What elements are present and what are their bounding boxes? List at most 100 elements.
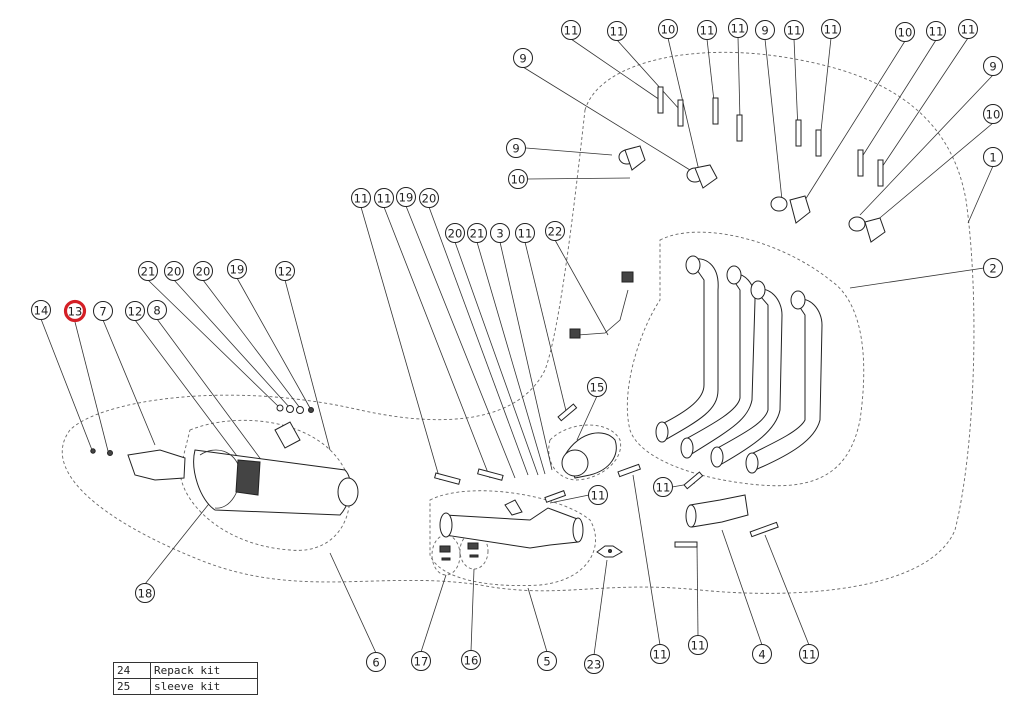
callout-11[interactable]: 11	[515, 223, 535, 243]
callout-11[interactable]: 11	[561, 20, 581, 40]
callout-number: 5	[543, 655, 550, 669]
callout-11[interactable]: 11	[784, 20, 804, 40]
callout-1[interactable]: 1	[983, 147, 1003, 167]
callout-19[interactable]: 19	[396, 187, 416, 207]
callout-number: 11	[700, 24, 715, 38]
callout-22[interactable]: 22	[545, 221, 565, 241]
callout-10[interactable]: 10	[658, 19, 678, 39]
callout-ring	[508, 169, 528, 189]
callout-number: 18	[138, 587, 153, 601]
callout-13[interactable]: 13	[63, 299, 87, 323]
callout-11[interactable]: 11	[728, 18, 748, 38]
callout-9[interactable]: 9	[983, 56, 1003, 76]
group-outlines	[61, 51, 975, 594]
parts-legend-table: 24 Repack kit 25 sleeve kit	[113, 662, 258, 695]
callout-11[interactable]: 11	[351, 188, 371, 208]
callout-19[interactable]: 19	[227, 259, 247, 279]
callout-number: 10	[898, 26, 913, 40]
callout-number: 3	[496, 227, 503, 241]
callout-20[interactable]: 20	[445, 223, 465, 243]
callout-number: 2	[989, 262, 996, 276]
callout-ring	[506, 138, 526, 158]
callout-number: 12	[278, 265, 293, 279]
callout-10[interactable]: 10	[983, 104, 1003, 124]
callout-ring	[895, 22, 915, 42]
callout-3[interactable]: 3	[490, 223, 510, 243]
callout-11[interactable]: 11	[926, 21, 946, 41]
callout-number: 11	[591, 489, 606, 503]
callout-ring	[138, 261, 158, 281]
callout-7[interactable]: 7	[93, 301, 113, 321]
callout-11[interactable]: 11	[821, 19, 841, 39]
callout-10[interactable]: 10	[895, 22, 915, 42]
callout-ring	[584, 654, 604, 674]
callout-ring	[983, 104, 1003, 124]
callout-number: 1	[989, 151, 996, 165]
callout-8[interactable]: 8	[147, 300, 167, 320]
callout-ring	[467, 223, 487, 243]
callout-20[interactable]: 20	[164, 261, 184, 281]
bracket-23	[596, 545, 623, 558]
legend-description: sleeve kit	[150, 678, 258, 695]
callout-number: 20	[196, 265, 211, 279]
callout-9[interactable]: 9	[755, 20, 775, 40]
callout-number: 16	[464, 654, 479, 668]
callout-11[interactable]: 11	[958, 19, 978, 39]
callout-17[interactable]: 17	[411, 651, 431, 671]
callout-11[interactable]: 11	[697, 20, 717, 40]
callout-ring	[419, 188, 439, 208]
callout-number: 11	[787, 24, 802, 38]
callout-12[interactable]: 12	[275, 261, 295, 281]
callout-11[interactable]: 11	[799, 644, 819, 664]
group-6-outline	[179, 419, 351, 551]
callout-number: 22	[548, 225, 563, 239]
callout-ring	[588, 485, 608, 505]
callout-ring	[227, 259, 247, 279]
callout-number: 17	[414, 655, 429, 669]
callout-23[interactable]: 23	[584, 654, 604, 674]
callout-number: 21	[141, 265, 156, 279]
callout-14[interactable]: 14	[31, 300, 51, 320]
flange-pipe-4	[685, 494, 749, 528]
callout-11[interactable]: 11	[650, 644, 670, 664]
callout-number: 4	[758, 648, 765, 662]
gaskets-16-17	[439, 542, 479, 561]
callout-ring	[31, 300, 51, 320]
callout-15[interactable]: 15	[587, 377, 607, 397]
callout-10[interactable]: 10	[508, 169, 528, 189]
callout-21[interactable]: 21	[138, 261, 158, 281]
callout-11[interactable]: 11	[688, 635, 708, 655]
callout-16[interactable]: 16	[461, 650, 481, 670]
callout-11[interactable]: 11	[374, 188, 394, 208]
group-2-outline	[626, 231, 865, 487]
callout-9[interactable]: 9	[506, 138, 526, 158]
collector	[561, 432, 617, 479]
callout-ring	[784, 20, 804, 40]
callout-ring	[728, 18, 748, 38]
callout-21[interactable]: 21	[467, 223, 487, 243]
callout-number: 11	[354, 192, 369, 206]
callout-number: 20	[448, 227, 463, 241]
end-cap	[127, 449, 186, 481]
callout-number: 11	[656, 481, 671, 495]
leader-lines	[40, 36, 994, 656]
callout-number: 11	[802, 648, 817, 662]
callout-11[interactable]: 11	[653, 477, 673, 497]
callout-11[interactable]: 11	[588, 485, 608, 505]
callout-ring	[461, 650, 481, 670]
callout-11[interactable]: 11	[607, 21, 627, 41]
callout-5[interactable]: 5	[537, 651, 557, 671]
callout-9[interactable]: 9	[513, 48, 533, 68]
callout-2[interactable]: 2	[983, 258, 1003, 278]
callout-20[interactable]: 20	[419, 188, 439, 208]
callout-12[interactable]: 12	[125, 301, 145, 321]
callout-ring	[983, 258, 1003, 278]
callout-18[interactable]: 18	[135, 583, 155, 603]
callout-number: 10	[986, 108, 1001, 122]
callout-6[interactable]: 6	[366, 652, 386, 672]
callout-4[interactable]: 4	[752, 644, 772, 664]
callout-20[interactable]: 20	[193, 261, 213, 281]
callout-ring	[93, 301, 113, 321]
callout-ring	[650, 644, 670, 664]
